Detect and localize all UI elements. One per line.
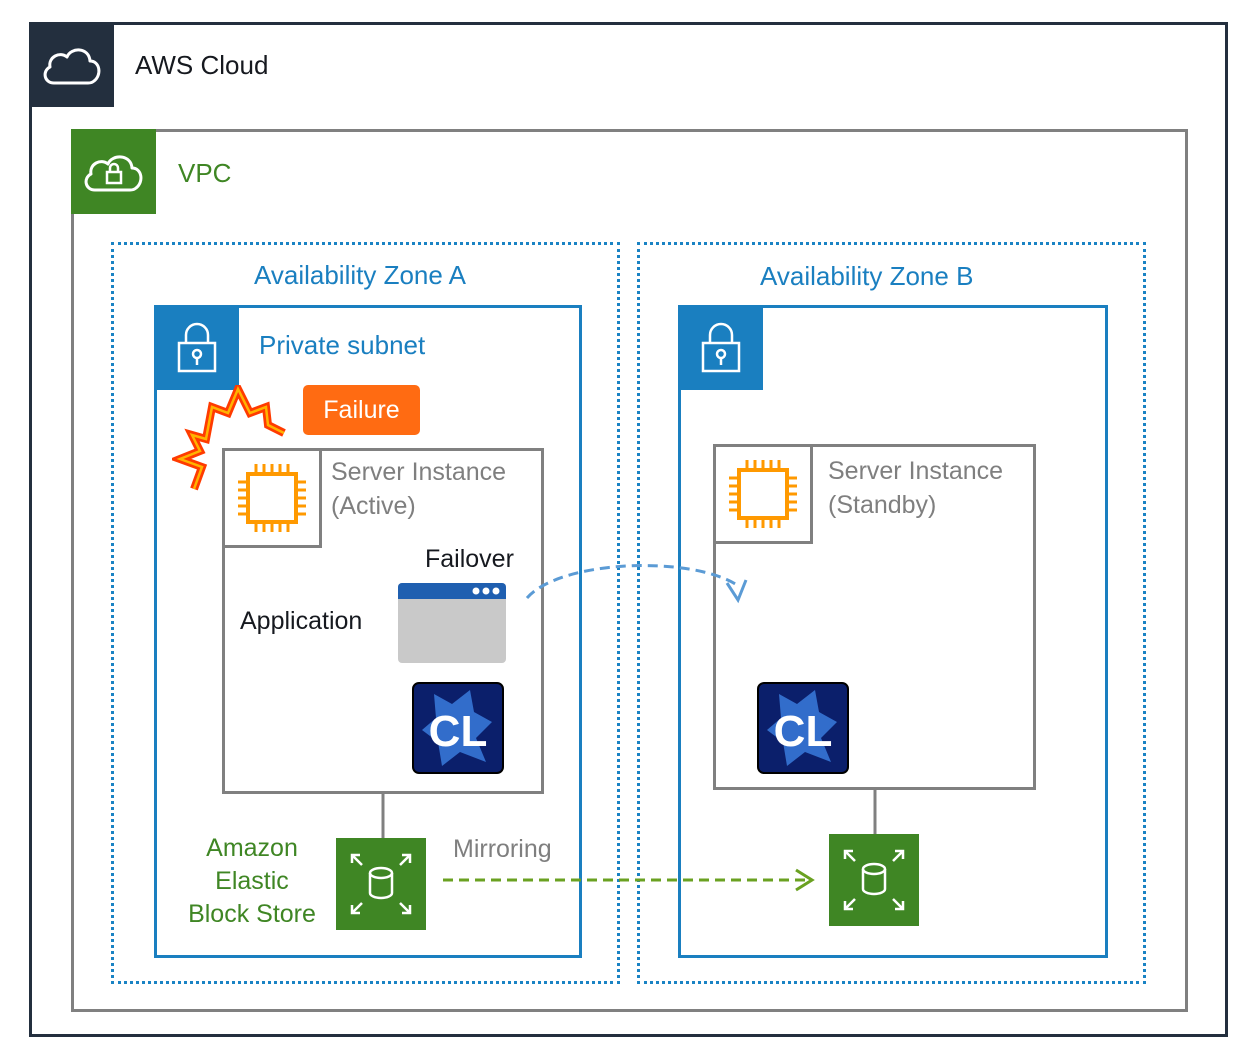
lightning-icon (172, 385, 286, 491)
aws-cloud-group (29, 22, 1228, 1037)
failover-arrow (525, 564, 738, 599)
application-window-icon (398, 583, 506, 663)
vpc-title: VPC (178, 158, 232, 188)
cl-logo-icon-active: CL (412, 682, 504, 774)
ec2-chip-icon (238, 464, 306, 532)
subnet-b-tab (678, 305, 763, 390)
subnet-a-tab (154, 305, 239, 390)
availability-zone-a (111, 242, 620, 984)
ebs-volume-a (336, 838, 426, 930)
mirroring-label: Mirroring (453, 835, 552, 863)
ec2-chip-box-active (222, 448, 322, 548)
vpc-tab (71, 129, 156, 214)
cloud-icon (43, 48, 100, 84)
server-instance-active (222, 448, 544, 794)
server-active-label: Server Instance (Active) (331, 455, 506, 523)
failover-arrowhead (725, 579, 748, 604)
ebs-volume-icon (350, 853, 412, 915)
ec2-chip-box-standby (713, 444, 813, 544)
server-standby-line2: (Standby) (828, 491, 937, 519)
ebs-volume-b (829, 834, 919, 926)
server-instance-standby (713, 444, 1036, 790)
ec2-chip-icon (729, 460, 797, 528)
ebs-label-line3: Block Store (188, 900, 316, 928)
cl-logo-text-active: CL (429, 707, 488, 756)
mirroring-arrowhead (795, 868, 815, 892)
cl-logo-icon-standby: CL (757, 682, 849, 774)
server-active-line1: Server Instance (331, 458, 507, 486)
aws-cloud-title: AWS Cloud (135, 50, 269, 80)
ebs-volume-icon (843, 849, 905, 911)
vpc-lock-cloud-icon (84, 155, 142, 191)
ebs-label-line1: Amazon (206, 834, 298, 862)
server-standby-label: Server Instance (Standby) (828, 454, 1003, 522)
application-label: Application (240, 607, 363, 635)
ebs-label-line2: Elastic (215, 867, 289, 895)
aws-cloud-tab (29, 22, 114, 107)
availability-zone-b-title: Availability Zone B (760, 261, 974, 291)
availability-zone-b (637, 242, 1146, 984)
failure-badge: Failure (303, 385, 420, 435)
cl-logo-text-standby: CL (774, 707, 833, 756)
lock-icon (177, 322, 216, 372)
ebs-label: Amazon Elastic Block Store (178, 832, 326, 931)
vpc-group (71, 129, 1188, 1012)
server-standby-line1: Server Instance (828, 457, 1004, 485)
server-active-line2: (Active) (331, 492, 416, 520)
lock-icon (701, 322, 740, 372)
private-subnet-a (154, 305, 582, 958)
availability-zone-a-title: Availability Zone A (254, 260, 466, 290)
private-subnet-b (678, 305, 1108, 958)
private-subnet-title: Private subnet (259, 330, 426, 360)
failover-label: Failover (425, 545, 514, 573)
